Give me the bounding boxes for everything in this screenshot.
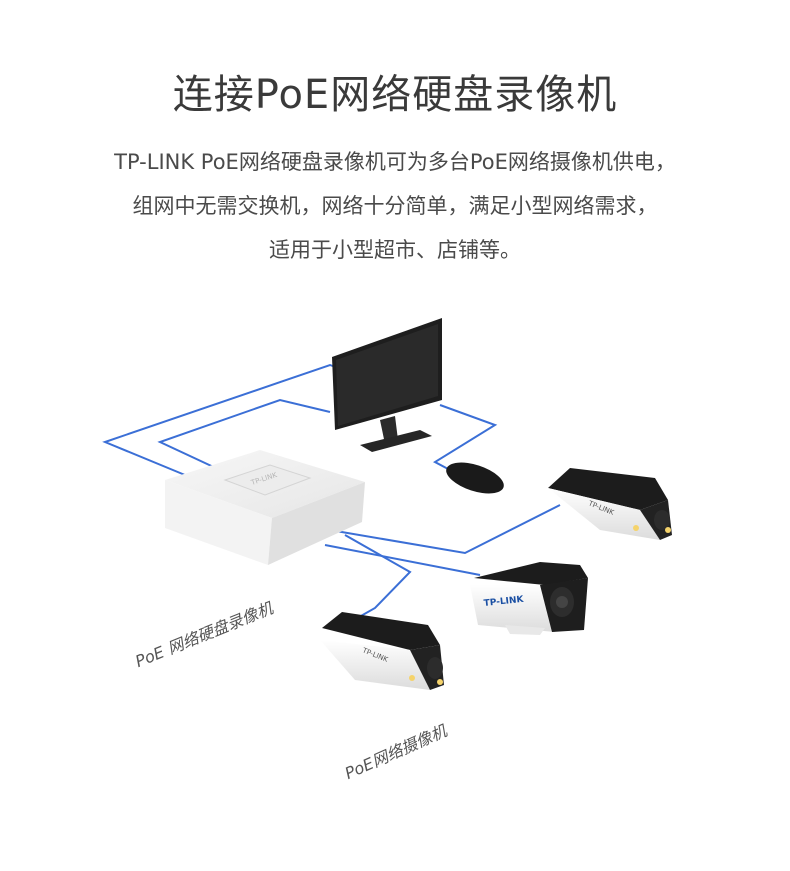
description-line-1: TP-LINK PoE网络硬盘录像机可为多台PoE网络摄像机供电， xyxy=(114,150,676,174)
network-diagram: TP-LINK TP-LINK TP-LINK TP-LINK xyxy=(102,318,672,690)
nvr-top-panel xyxy=(223,464,312,496)
camera-left xyxy=(320,612,444,690)
nvr-front-left xyxy=(165,480,272,565)
brand-logo-camera-middle: TP-LINK xyxy=(483,595,525,609)
monitor xyxy=(332,318,442,452)
cable-mouse xyxy=(432,404,498,471)
cable-camera-left xyxy=(344,534,412,626)
cable-monitor-inner xyxy=(157,398,331,471)
camera-middle xyxy=(470,562,588,635)
page-title: 连接PoE网络硬盘录像机 xyxy=(172,72,618,118)
camera-right xyxy=(548,468,672,540)
monitor-base xyxy=(360,430,432,452)
description-line-3: 适用于小型超市、店铺等。 xyxy=(269,238,521,262)
cable-camera-middle xyxy=(324,544,481,576)
nvr-device xyxy=(165,450,365,565)
mouse xyxy=(446,462,504,494)
description-line-2: 组网中无需交换机，网络十分简单，满足小型网络需求， xyxy=(132,194,658,218)
description: TP-LINK PoE网络硬盘录像机可为多台PoE网络摄像机供电， 组网中无需交… xyxy=(0,140,790,272)
cable-camera-right xyxy=(329,504,561,555)
nvr-front-right xyxy=(268,482,365,565)
